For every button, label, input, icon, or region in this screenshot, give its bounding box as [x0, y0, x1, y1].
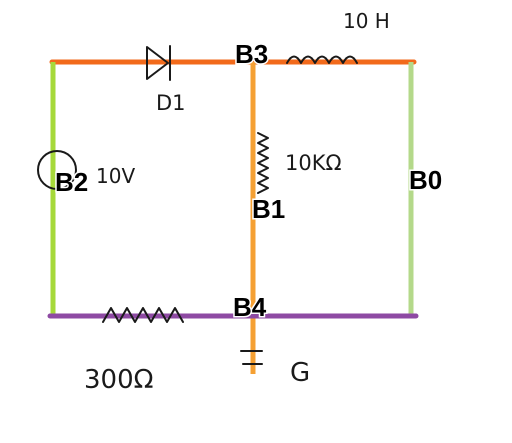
- ground-symbol: [240, 350, 263, 365]
- branch-label-b4: B4: [233, 292, 267, 322]
- diode-symbol: [146, 45, 171, 81]
- resistor-bottom-value-label: 300Ω: [84, 365, 154, 395]
- resistor-bottom-symbol: [102, 307, 184, 323]
- ground-name-label: G: [290, 358, 310, 388]
- branch-label-b1: B1: [252, 194, 285, 224]
- branch-label-b3: B3: [235, 39, 268, 69]
- voltage-source-value-label: 10V: [96, 164, 135, 188]
- inductor-value-label: 10 H: [343, 9, 390, 33]
- resistor-middle-value-label: 10KΩ: [285, 151, 342, 175]
- diode-name-label: D1: [156, 91, 186, 115]
- resistor-middle-symbol: [257, 132, 269, 194]
- voltage-source-symbol: [37, 150, 77, 190]
- branch-label-b2: B2: [55, 167, 88, 197]
- inductor-symbol: [286, 55, 358, 64]
- branch-label-b0: B0: [409, 165, 442, 195]
